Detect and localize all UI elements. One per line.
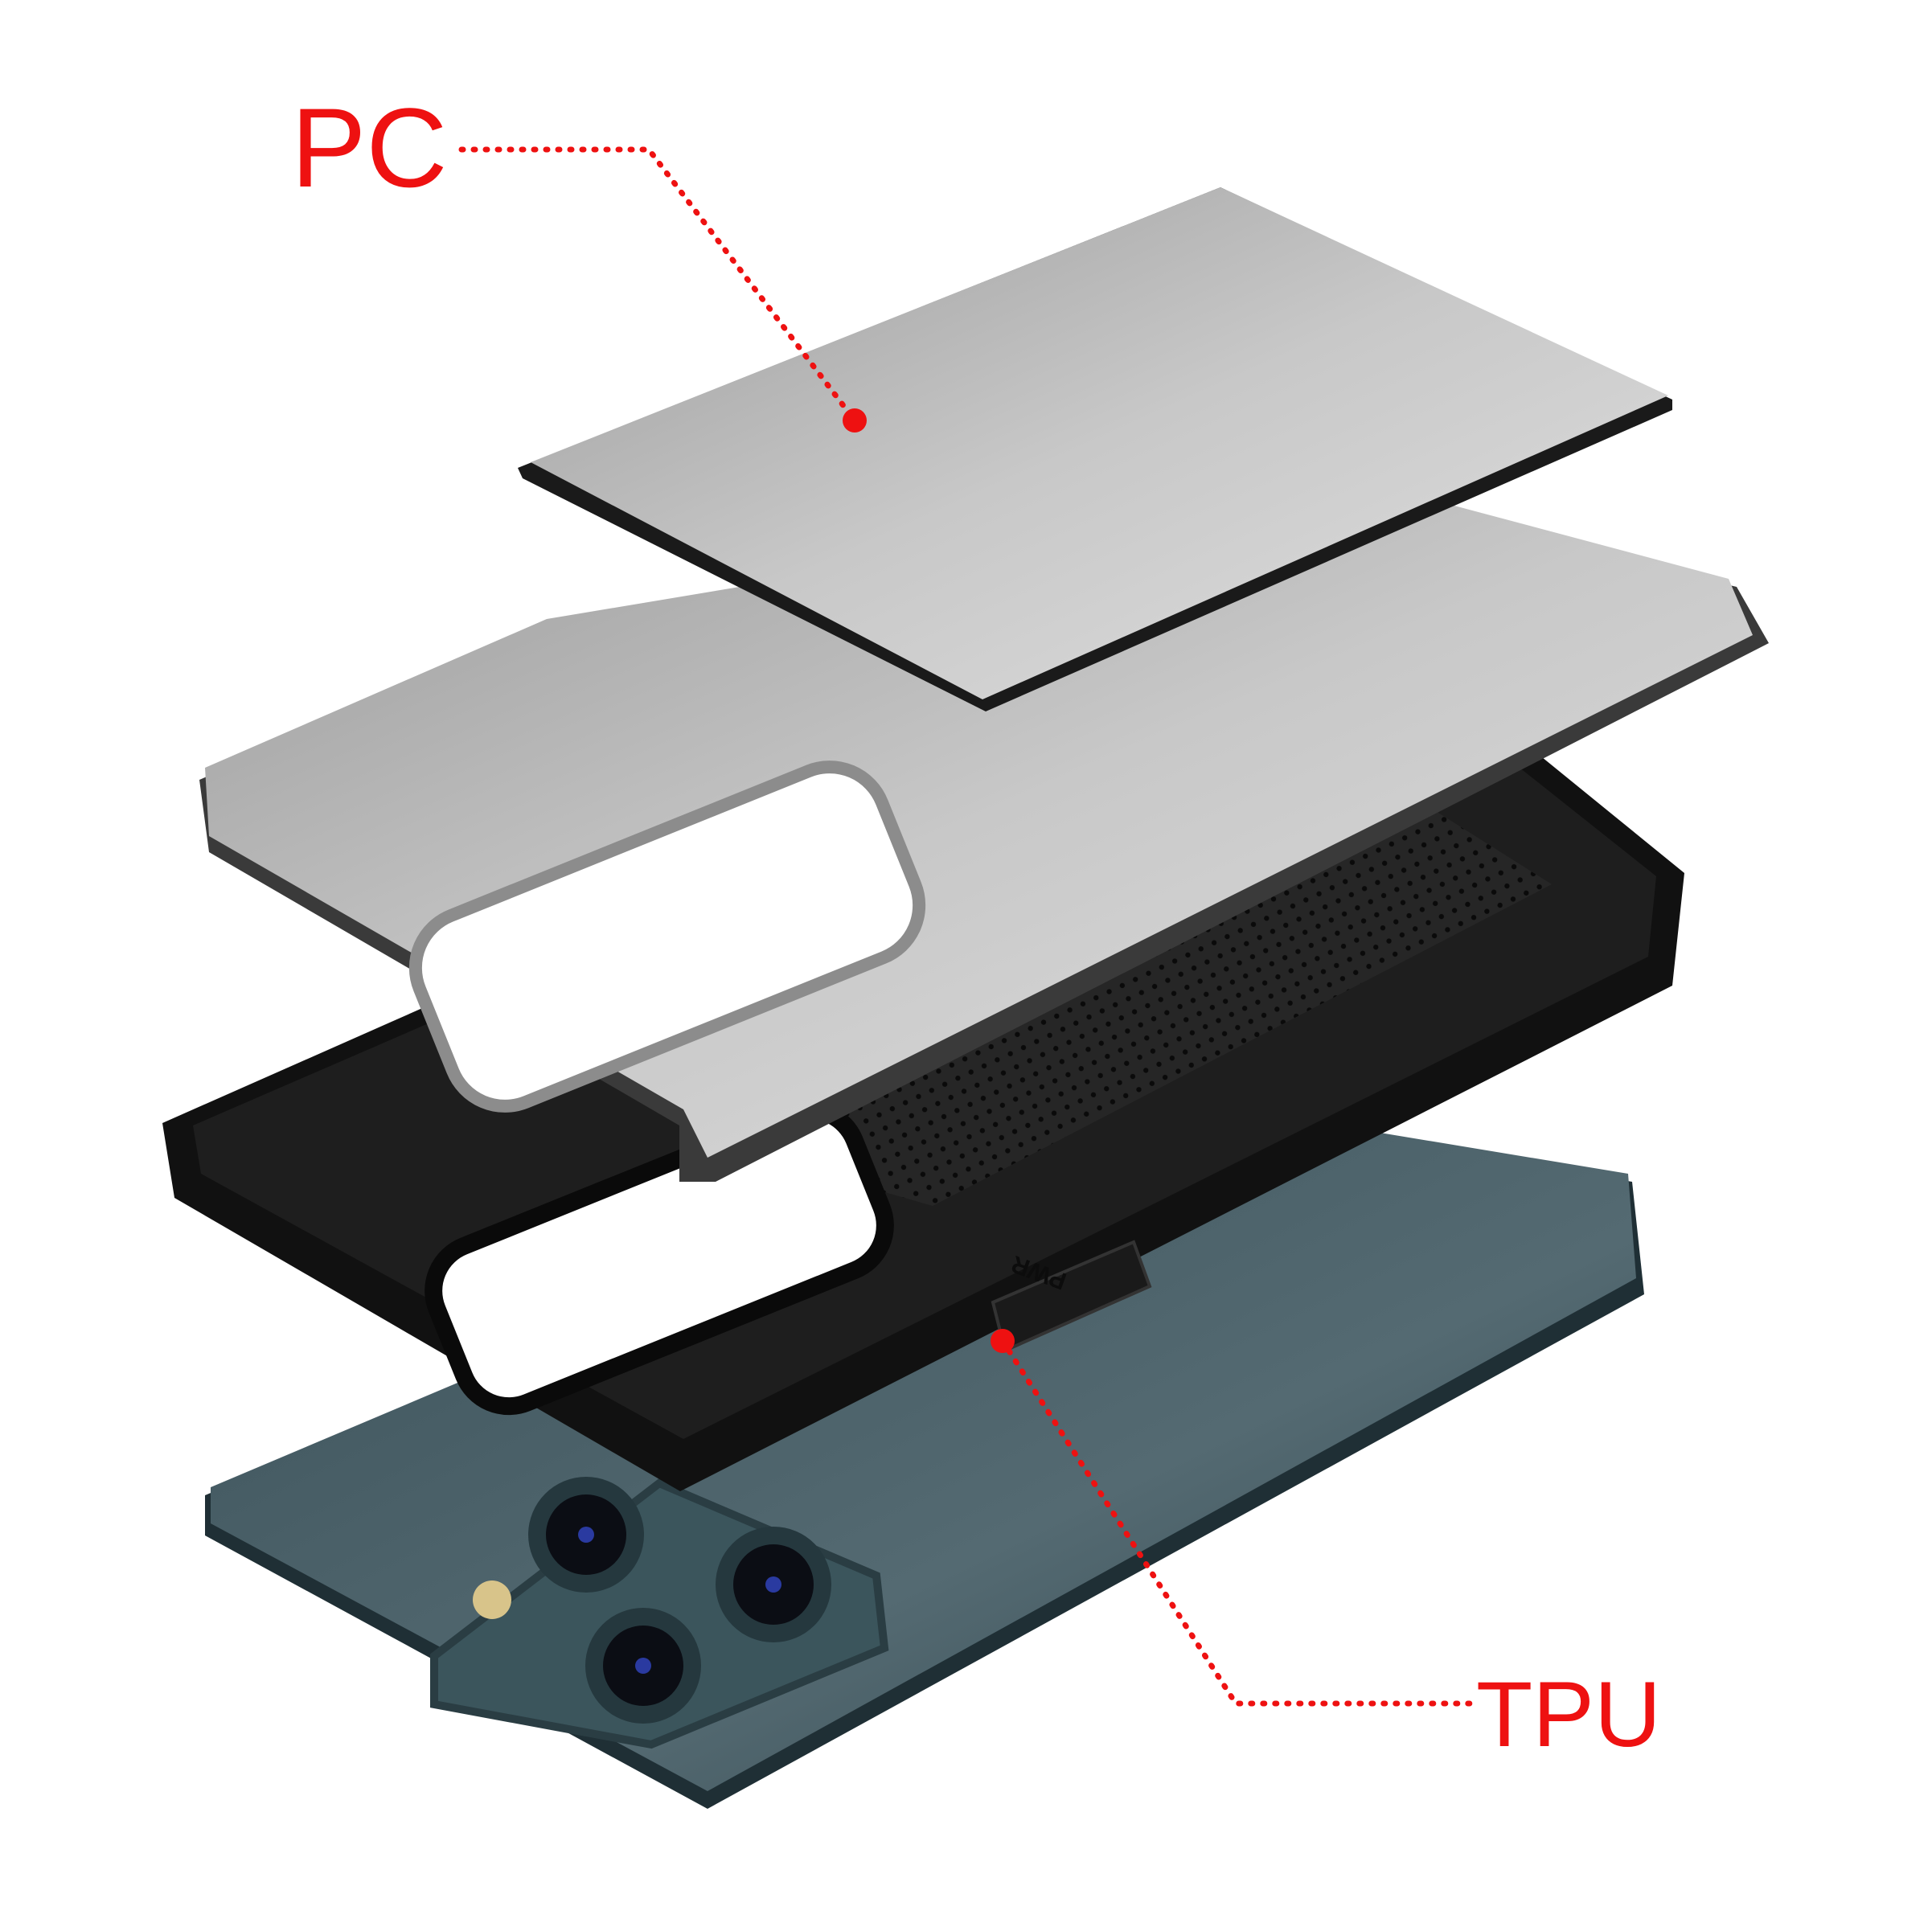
tpu-label: TPU [1476,1663,1661,1766]
pc-card-slide [518,187,1672,711]
pc-callout: PC [291,84,867,433]
tpu-callout: TPU [991,1329,1661,1766]
camera-cutout [425,1101,894,1416]
flash-icon [473,1580,511,1619]
pc-camera-cutout [408,761,926,1113]
pc-label: PC [291,84,447,211]
camera-module [430,1477,889,1749]
phone [205,1093,1644,1809]
pc-frame [199,482,1769,1182]
